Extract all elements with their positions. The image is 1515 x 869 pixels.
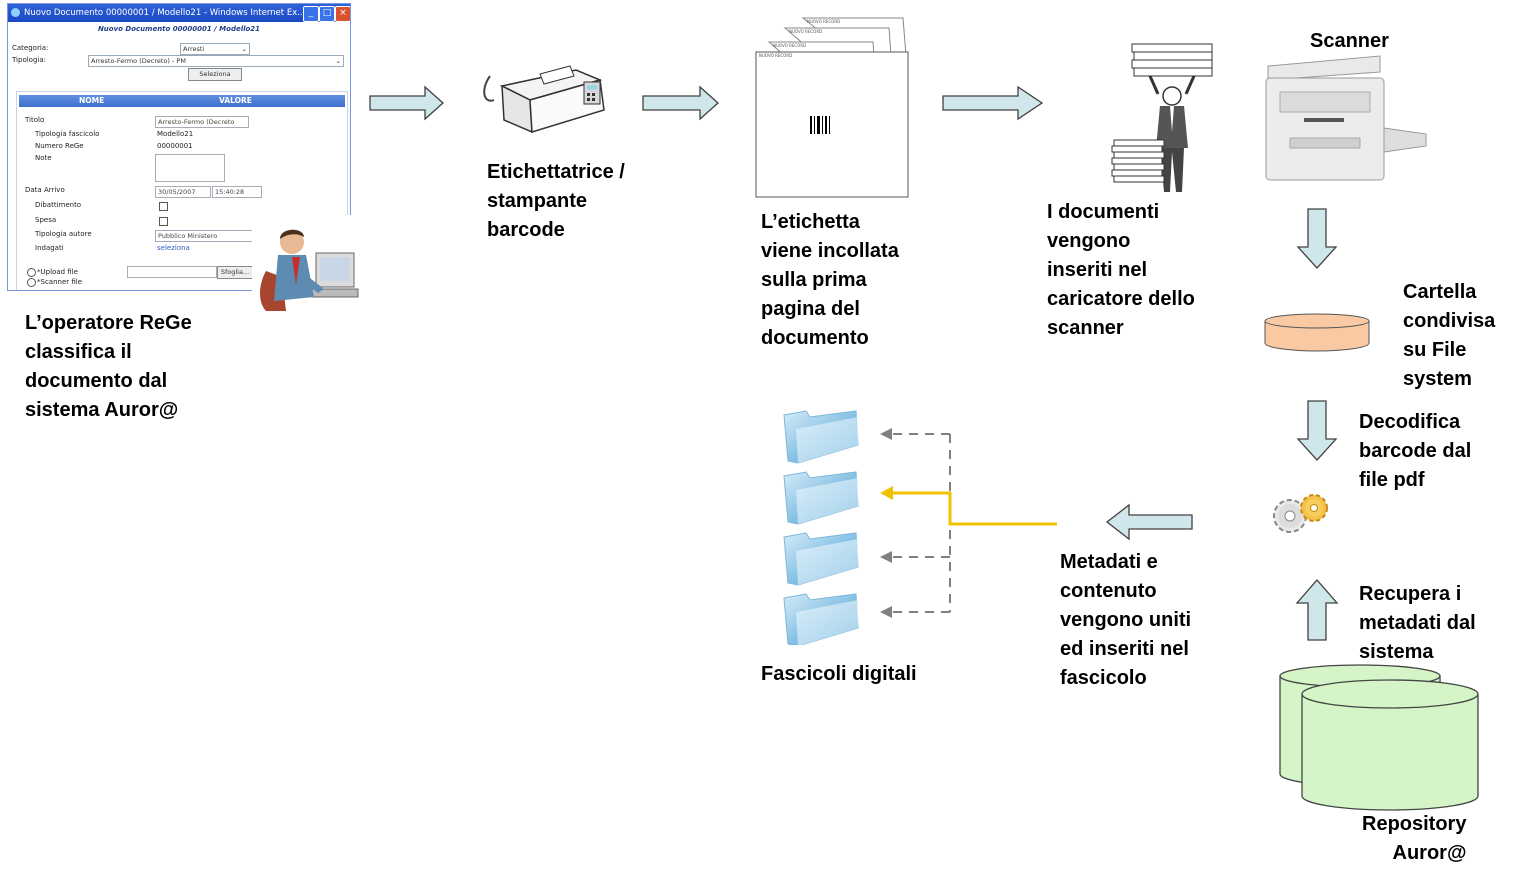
left-arrow <box>1105 503 1193 541</box>
digital-folders-caption: Fascicoli digitali <box>761 663 917 685</box>
dibattimento-checkbox[interactable] <box>159 202 168 211</box>
form-panel: NOME VALORE Titolo Arresto-Fermo (Decret… <box>16 91 348 290</box>
folders-group <box>783 410 859 645</box>
shared-folder-icon <box>1264 313 1370 352</box>
close-button[interactable]: × <box>335 6 350 22</box>
categoria-label: Categoria: <box>12 44 49 52</box>
numero-rege-value: 00000001 <box>157 142 193 150</box>
form-header: NOME VALORE <box>19 95 345 107</box>
folder-icon <box>783 410 859 464</box>
application-window-screenshot: Nuovo Documento 00000001 / Modello21 - W… <box>7 3 351 291</box>
dibattimento-label: Dibattimento <box>35 201 82 209</box>
down-arrow <box>1296 400 1338 461</box>
data-arrivo-label: Data Arrivo <box>25 186 65 194</box>
browser-icon <box>11 8 20 17</box>
printer-caption: Etichettatrice /stampante barcode <box>487 161 625 241</box>
seleziona-button[interactable]: Seleziona <box>188 68 242 81</box>
tipologia-fascicolo-label: Tipologia fascicolo <box>35 130 100 138</box>
spesa-checkbox[interactable] <box>159 217 168 226</box>
note-label: Note <box>35 154 52 162</box>
svg-text:NUOVO RECORD: NUOVO RECORD <box>773 43 806 48</box>
person-lifting-papers-icon <box>1111 43 1213 192</box>
right-arrow <box>942 85 1044 121</box>
tipologia-fascicolo-value: Modello21 <box>157 130 194 138</box>
folder-icon <box>783 593 859 645</box>
categoria-select[interactable]: Arresti⌄ <box>180 43 250 55</box>
sfoglia-button[interactable]: Sfoglia... <box>217 266 253 279</box>
col-valore: VALORE <box>219 96 252 105</box>
window-titlebar: Nuovo Documento 00000001 / Modello21 - W… <box>8 4 350 22</box>
upload-input[interactable] <box>127 266 217 278</box>
data-arrivo-date[interactable]: 30/05/2007 <box>155 186 211 198</box>
chevron-down-icon: ⌄ <box>335 57 341 65</box>
gears-icon <box>1273 494 1328 533</box>
folder-icon <box>783 471 859 525</box>
scanner-radio[interactable] <box>27 278 36 287</box>
scanner-label: *Scanner file <box>37 278 83 286</box>
upload-label: *Upload file <box>37 268 78 276</box>
indagati-link[interactable]: seleziona <box>157 244 190 252</box>
spesa-label: Spesa <box>35 216 57 224</box>
highlight-connector <box>892 491 1057 526</box>
down-arrow <box>1296 208 1338 269</box>
col-nome: NOME <box>79 96 105 105</box>
scanner-icon <box>1265 55 1427 181</box>
window-title: Nuovo Documento 00000001 / Modello21 - W… <box>24 8 306 18</box>
barcode-printer-icon <box>483 65 605 134</box>
up-arrow <box>1295 579 1339 641</box>
repository-caption: Repository Auror@ <box>1362 813 1467 864</box>
minimize-button[interactable]: _ <box>303 6 319 22</box>
repository-icon <box>1279 664 1479 811</box>
note-textarea[interactable] <box>155 154 225 182</box>
tipologia-autore-label: Tipologia autore <box>35 230 92 238</box>
tipologia-select[interactable]: Arresto-Fermo (Decreto) - PM⌄ <box>88 55 344 67</box>
svg-text:NUOVO RECORD: NUOVO RECORD <box>789 29 822 34</box>
svg-text:NUOVO RECORD: NUOVO RECORD <box>759 53 792 58</box>
data-arrivo-time[interactable]: 15:40:28 <box>212 186 262 198</box>
tipologia-label: Tipologia: <box>12 56 46 64</box>
upload-radio[interactable] <box>27 268 36 277</box>
numero-rege-label: Numero ReGe <box>35 142 84 150</box>
barcode-icon <box>810 116 830 134</box>
right-arrow <box>642 85 719 121</box>
folder-icon <box>783 532 859 586</box>
maximize-button[interactable]: □ <box>319 6 335 22</box>
right-arrow <box>369 85 444 121</box>
operator-person-icon <box>252 215 364 315</box>
window-subtitle: Nuovo Documento 00000001 / Modello21 <box>97 25 261 33</box>
svg-text:NUOVO RECORD: NUOVO RECORD <box>807 19 840 24</box>
indagati-label: Indagati <box>35 244 64 252</box>
document-stack-icon: NUOVO RECORD NUOVO RECORD NUOVO RECORD N… <box>755 17 909 198</box>
titolo-input[interactable]: Arresto-Fermo (Decreto <box>155 116 249 128</box>
scanner-label: Scanner <box>1310 30 1389 52</box>
chevron-down-icon: ⌄ <box>241 45 247 53</box>
titolo-label: Titolo <box>25 116 45 124</box>
